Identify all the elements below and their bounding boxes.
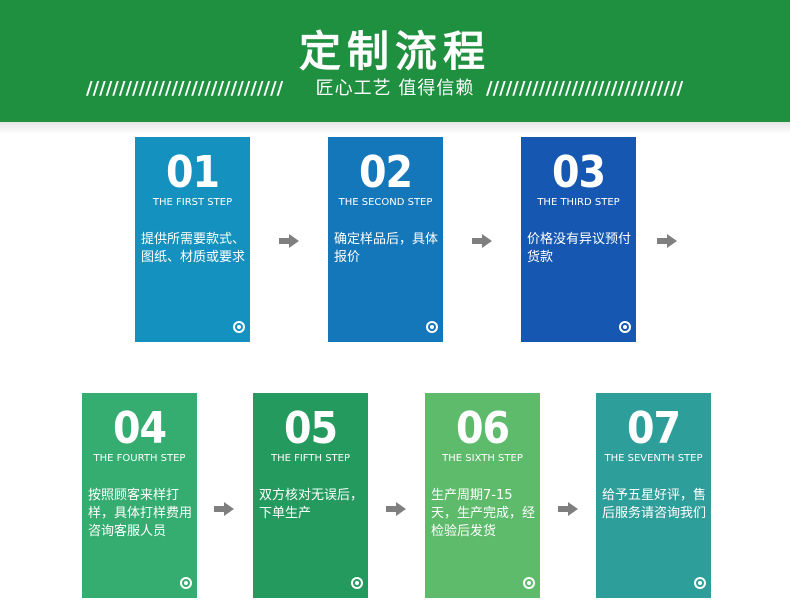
header-banner: 定制流程 ////////////////////////////// 匠心工艺… [0,0,790,134]
target-ring-icon [351,577,363,589]
step-number: 03 [551,147,606,198]
arrow-right-icon [214,502,234,516]
step-description: 生产周期7-15天，生产完成，经检验后发货 [431,488,536,539]
step-label: THE FIRST STEP [152,197,233,208]
step-description: 按照顾客来样打样，具体打样费用咨询客服人员 [88,488,193,539]
step-number: 07 [626,403,681,454]
step-number: 01 [165,147,220,198]
slash-decoration-left: ////////////////////////////// [86,78,284,99]
subtitle-row: ////////////////////////////// 匠心工艺 值得信赖… [0,76,790,102]
step-card-7: 07 THE SEVENTH STEP 给予五星好评，售后服务请咨询我们 [596,393,711,598]
page-subtitle: 匠心工艺 值得信赖 [315,78,475,99]
step-number: 05 [283,403,338,454]
target-ring-icon [233,321,245,333]
arrow-right-icon [558,502,578,516]
target-ring-icon [694,577,706,589]
step-card-3: 03 THE THIRD STEP 价格没有异议预付货款 [521,137,636,342]
step-label: THE THIRD STEP [537,197,620,208]
arrow-right-icon [386,502,406,516]
target-ring-icon [426,321,438,333]
step-label: THE SIXTH STEP [442,453,523,464]
step-label: THE SECOND STEP [338,197,433,208]
step-card-4: 04 THE FOURTH STEP 按照顾客来样打样，具体打样费用咨询客服人员 [82,393,197,598]
arrow-right-icon [279,234,299,248]
step-description: 价格没有异议预付货款 [527,232,632,265]
step-number: 06 [455,403,510,454]
step-card-1: 01 THE FIRST STEP 提供所需要款式、图纸、材质或要求 [135,137,250,342]
step-description: 提供所需要款式、图纸、材质或要求 [141,232,246,265]
step-description: 确定样品后，具体报价 [334,232,439,265]
step-label: THE SEVENTH STEP [604,453,703,464]
step-label: THE FIFTH STEP [270,453,350,464]
page-title: 定制流程 [298,27,491,76]
target-ring-icon [523,577,535,589]
arrow-right-icon [472,234,492,248]
step-description: 双方核对无误后，下单生产 [259,488,364,521]
slash-decoration-right: ////////////////////////////// [486,78,684,99]
target-ring-icon [619,321,631,333]
step-card-5: 05 THE FIFTH STEP 双方核对无误后，下单生产 [253,393,368,598]
step-card-6: 06 THE SIXTH STEP 生产周期7-15天，生产完成，经检验后发货 [425,393,540,598]
step-label: THE FOURTH STEP [93,453,186,464]
step-description: 给予五星好评，售后服务请咨询我们 [602,488,707,521]
arrow-right-icon [657,234,677,248]
step-number: 02 [358,147,413,198]
step-card-2: 02 THE SECOND STEP 确定样品后，具体报价 [328,137,443,342]
target-ring-icon [180,577,192,589]
step-number: 04 [112,403,167,454]
